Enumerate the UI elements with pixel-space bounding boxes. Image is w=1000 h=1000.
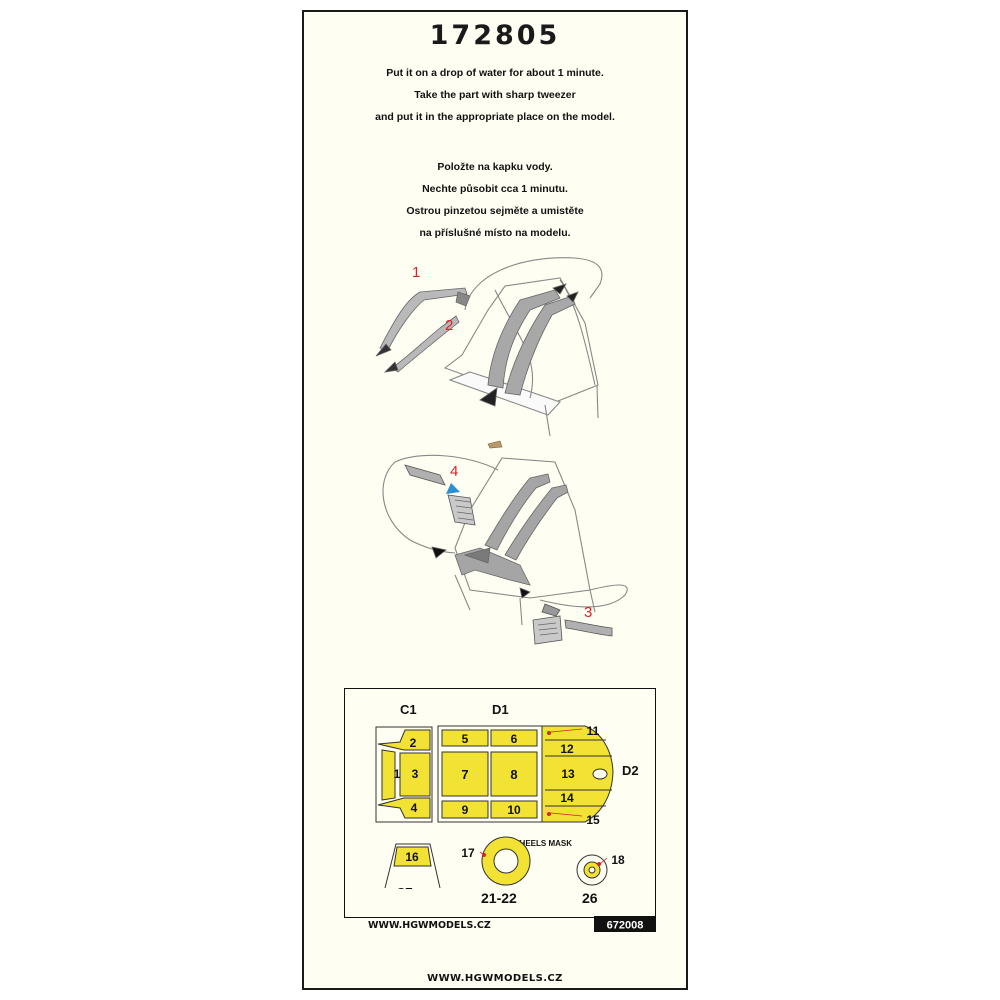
buckle-pin-part: [487, 440, 503, 449]
mask-part-16: [393, 846, 432, 867]
instruction-en-1: Put it on a drop of water for about 1 mi…: [386, 67, 604, 79]
mask-part-9: [441, 800, 489, 819]
part-num-11: 11: [587, 724, 600, 738]
callout-4: 4: [450, 463, 458, 480]
wheel-26: [576, 854, 608, 886]
instruction-cz-4: na příslušné místo na modelu.: [419, 227, 571, 239]
wheel-label-26: 26: [582, 890, 598, 906]
part-num-18: 18: [611, 853, 625, 867]
part-4-buckle: [404, 464, 476, 526]
part-num-17: 17: [461, 846, 475, 860]
mask-website: WWW.HGWMODELS.CZ: [368, 920, 491, 931]
part-num-12: 12: [560, 742, 574, 756]
label-d2: D2: [622, 763, 639, 778]
c1-mask-group: [375, 726, 433, 823]
label-d1: D1: [492, 702, 509, 717]
instruction-en-3: and put it in the appropriate place on t…: [375, 111, 615, 123]
part-num-1: 1: [394, 767, 401, 781]
mask-part-2: [377, 729, 431, 751]
mask-part-10: [490, 800, 538, 819]
part-num-15: 15: [586, 813, 600, 827]
mask-part-3: [399, 752, 431, 797]
part-num-2: 2: [410, 736, 417, 750]
wheel-label-21-22: 21-22: [481, 890, 517, 906]
product-code: 172805: [429, 20, 561, 51]
part-num-9: 9: [462, 803, 469, 817]
part-num-8: 8: [510, 767, 517, 782]
instruction-cz-1: Položte na kapku vody.: [437, 161, 553, 173]
part-num-3: 3: [412, 767, 419, 781]
part-num-13: 13: [561, 767, 575, 781]
callout-3: 3: [584, 604, 592, 621]
lower-seat-straps: [431, 473, 569, 599]
part-num-10: 10: [507, 803, 521, 817]
mask-part-8: [490, 751, 538, 797]
upper-seat-straps: [479, 283, 579, 407]
label-wheels-mask: WHEELS MASK: [512, 839, 572, 848]
wheel-21-22: [479, 836, 531, 886]
part-num-7: 7: [461, 767, 468, 782]
label-c1: C1: [400, 702, 417, 717]
mask-part-7: [441, 751, 489, 797]
d1-mask-group: [437, 725, 543, 823]
instruction-en-2: Take the part with sharp tweezer: [414, 89, 576, 101]
part-num-4: 4: [411, 801, 418, 815]
part-num-6: 6: [511, 732, 518, 746]
mask-part-5: [441, 729, 489, 747]
belt-parts-1-2: [375, 287, 471, 373]
sheet-code-badge: [594, 916, 656, 932]
insertion-arrow-icon: [446, 483, 460, 494]
part-num-16: 16: [405, 850, 419, 864]
part-num-14: 14: [560, 791, 574, 805]
mask-part-4: [377, 797, 431, 819]
c2-mask-group: [384, 843, 441, 889]
d2-mask-group: [541, 725, 614, 823]
mask-part-6: [490, 729, 538, 747]
sheet-code: 672008: [607, 920, 644, 932]
instruction-cz-2: Nechte působit cca 1 minutu.: [422, 183, 568, 195]
mask-part-1: [381, 749, 396, 801]
part-3-buckle: [532, 603, 613, 645]
callout-2: 2: [445, 317, 453, 334]
footer-website: WWW.HGWMODELS.CZ: [427, 973, 563, 984]
instruction-cz-3: Ostrou pinzetou sejměte a umistěte: [406, 205, 584, 217]
part-num-5: 5: [462, 732, 469, 746]
callout-1: 1: [412, 264, 420, 281]
